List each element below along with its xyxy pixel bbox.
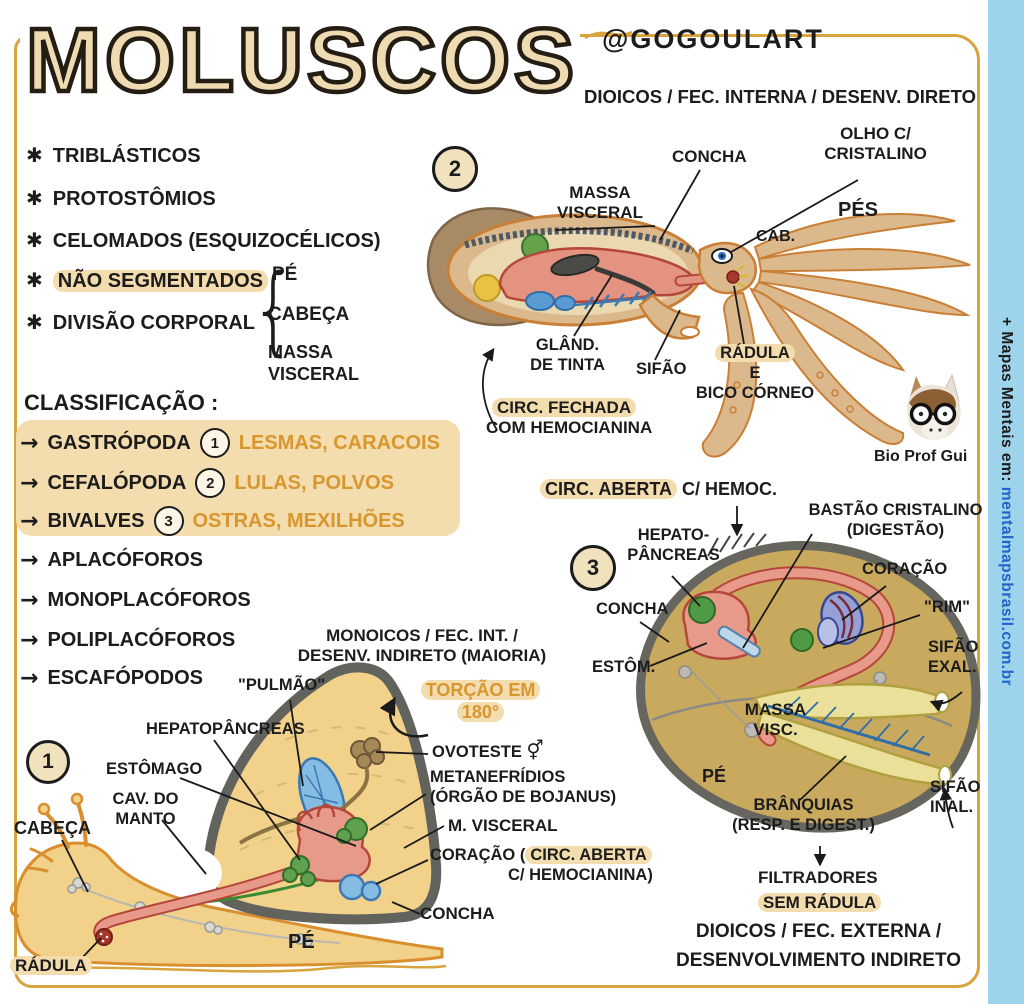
bivalve-label-coracao: CORAÇÃO [862, 560, 948, 578]
trait-triblasticos: ✱TRIBLÁSTICOS [26, 143, 201, 167]
snail-label-ovoteste: OVOTESTE ⚥ [432, 740, 544, 762]
hermaphrodite-icon: ⚥ [526, 740, 544, 762]
side-strip: + Mapas Mentais em: mentalmapsbrasil.com… [988, 0, 1024, 1004]
trait-divisao-corporal: ✱DIVISÃO CORPORAL [26, 310, 256, 334]
snail-label-pulmao: "PULMÃO" [238, 676, 326, 694]
class-monoplacoforos: →MONOPLACÓFOROS [20, 588, 251, 613]
page-title: MOLUSCOS [24, 9, 579, 114]
bivalve-repro-note: DIOICOS / FEC. EXTERNA / DESENVOLVIMENTO… [675, 921, 962, 971]
division-cabeca: CABEÇA [268, 304, 350, 325]
side-strip-prefix: + Mapas Mentais em: [998, 317, 1015, 488]
class-bivalves: → BIVALVES 3 OSTRAS, MEXILHÕES [20, 506, 405, 536]
class-cefalopoda: → CEFALÓPODA 2 LULAS, POLVOS [20, 468, 394, 498]
author-handle[interactable]: @GOGOULART [602, 24, 824, 54]
classification-highlight [16, 420, 460, 536]
arrow-icon: → [20, 508, 39, 534]
squid-label-concha: CONCHA [672, 147, 747, 166]
snail-label-torcao: TORÇÃO EM 180° [408, 680, 553, 723]
snail-label-m-visceral: M. VISCERAL [448, 816, 558, 835]
snail-number-badge: 1 [26, 740, 70, 784]
squid-label-pes: PÉS [838, 199, 879, 221]
squid-illustration [426, 207, 971, 458]
number-chip-3: 3 [153, 506, 184, 536]
asterisk-bullet-icon: ✱ [26, 143, 43, 167]
division-massa-visceral: MASSA VISCERAL [268, 342, 360, 384]
bivalve-label-sem-radula: SEM RÁDULA [758, 893, 882, 913]
arrow-icon: → [20, 628, 39, 653]
snail-label-concha: CONCHA [420, 904, 495, 923]
trait-celomados: ✱CELOMADOS (ESQUIZOCÉLICOS) [26, 228, 381, 252]
trait-protostomios: ✱PROTOSTÔMIOS [26, 186, 216, 210]
snail-label-estomago: ESTÔMAGO [106, 760, 203, 778]
bio-prof-gui-label: Bio Prof Gui [874, 448, 968, 465]
bivalve-label-estomago: ESTÔM. [592, 658, 656, 676]
snail-label-pe: PÉ [288, 931, 315, 953]
side-strip-text: + Mapas Mentais em: mentalmapsbrasil.com… [997, 317, 1015, 686]
snail-label-hepatopancreas: HEPATOPÂNCREAS [146, 720, 305, 738]
asterisk-bullet-icon: ✱ [26, 228, 43, 252]
number-chip-1: 1 [199, 428, 230, 458]
class-poliplacoforos: →POLIPLACÓFOROS [20, 628, 236, 653]
squid-number-badge: 2 [432, 146, 478, 192]
class-escafopodos: →ESCAFÓPODOS [20, 666, 204, 691]
squid-label-cab: CAB. [756, 228, 796, 245]
snail-label-cav-manto: CAV. DO MANTO [112, 790, 179, 828]
bio-prof-gui-logo-icon [907, 373, 961, 440]
class-gastropoda: → GASTRÓPODA 1 LESMAS, CARACOIS [20, 428, 440, 458]
bivalve-label-massa-visceral: MASSA VISC. [744, 700, 807, 740]
snail-label-radula: RÁDULA [10, 956, 92, 976]
bivalve-label-sifao-inalante: SIFÃO INAL. [930, 778, 981, 816]
number-chip-2: 2 [195, 468, 226, 498]
class-aplacoforos: →APLACÓFOROS [20, 548, 203, 573]
snail-label-cabeca: CABEÇA [14, 818, 92, 838]
division-pe: PÉ [272, 264, 298, 285]
bivalve-label-rim: "RIM" [924, 598, 970, 616]
bivalve-number-badge: 3 [570, 545, 616, 591]
side-strip-site-link[interactable]: mentalmapsbrasil.com.br [998, 487, 1015, 687]
bivalve-label-bastao-cristalino: BASTÃO CRISTALINO (DIGESTÃO) [808, 501, 983, 539]
squid-label-massa-visceral: MASSA VISCERAL [557, 183, 643, 223]
asterisk-bullet-icon: ✱ [26, 310, 43, 334]
arrow-icon: → [20, 430, 39, 456]
bivalve-label-concha: CONCHA [596, 600, 669, 618]
squid-label-sifao: SIFÃO [636, 360, 687, 378]
snail-repro-note: MONOICOS / FEC. INT. / DESENV. INDIRETO … [297, 626, 547, 666]
asterisk-bullet-icon: ✱ [26, 268, 43, 292]
body-division-brace: { [250, 254, 297, 366]
cephalopod-repro-note: DIOICOS / FEC. INTERNA / DESENV. DIRETO [584, 86, 976, 107]
trait-nao-segmentados: ✱NÃO SEGMENTADOS [26, 268, 268, 293]
classification-heading: CLASSIFICAÇÃO : [24, 390, 219, 415]
title-backdrop [20, 0, 580, 120]
bivalve-label-branquias: BRÂNQUIAS (RESP. E DIGEST.) [732, 796, 875, 834]
cefalopoda-examples: LULAS, POLVOS [234, 471, 394, 494]
bivalve-label-pe: PÉ [702, 766, 727, 786]
snail-label-metanefridios: METANEFRÍDIOS (ÓRGÃO DE BOJANUS) [430, 768, 617, 806]
bivalves-examples: OSTRAS, MEXILHÕES [192, 509, 405, 532]
asterisk-bullet-icon: ✱ [26, 186, 43, 210]
squid-label-glandula-tinta: GLÂND. DE TINTA [530, 336, 605, 374]
arrow-icon: → [20, 470, 39, 496]
bivalve-label-hepatopancreas: HEPATO- PÂNCREAS [627, 526, 720, 564]
squid-label-olho: OLHO C/ CRISTALINO [824, 124, 927, 164]
arrow-icon: → [20, 588, 39, 613]
arrow-icon: → [20, 548, 39, 573]
bivalve-label-filtradores: FILTRADORES [758, 868, 878, 887]
gastropoda-examples: LESMAS, CARACOIS [238, 431, 440, 454]
arrow-icon: → [20, 666, 39, 691]
bivalve-label-sifao-exalante: SIFÃO EXAL. [928, 638, 979, 676]
open-circulation-note: CIRC. ABERTA C/ HEMOC. [540, 479, 777, 501]
